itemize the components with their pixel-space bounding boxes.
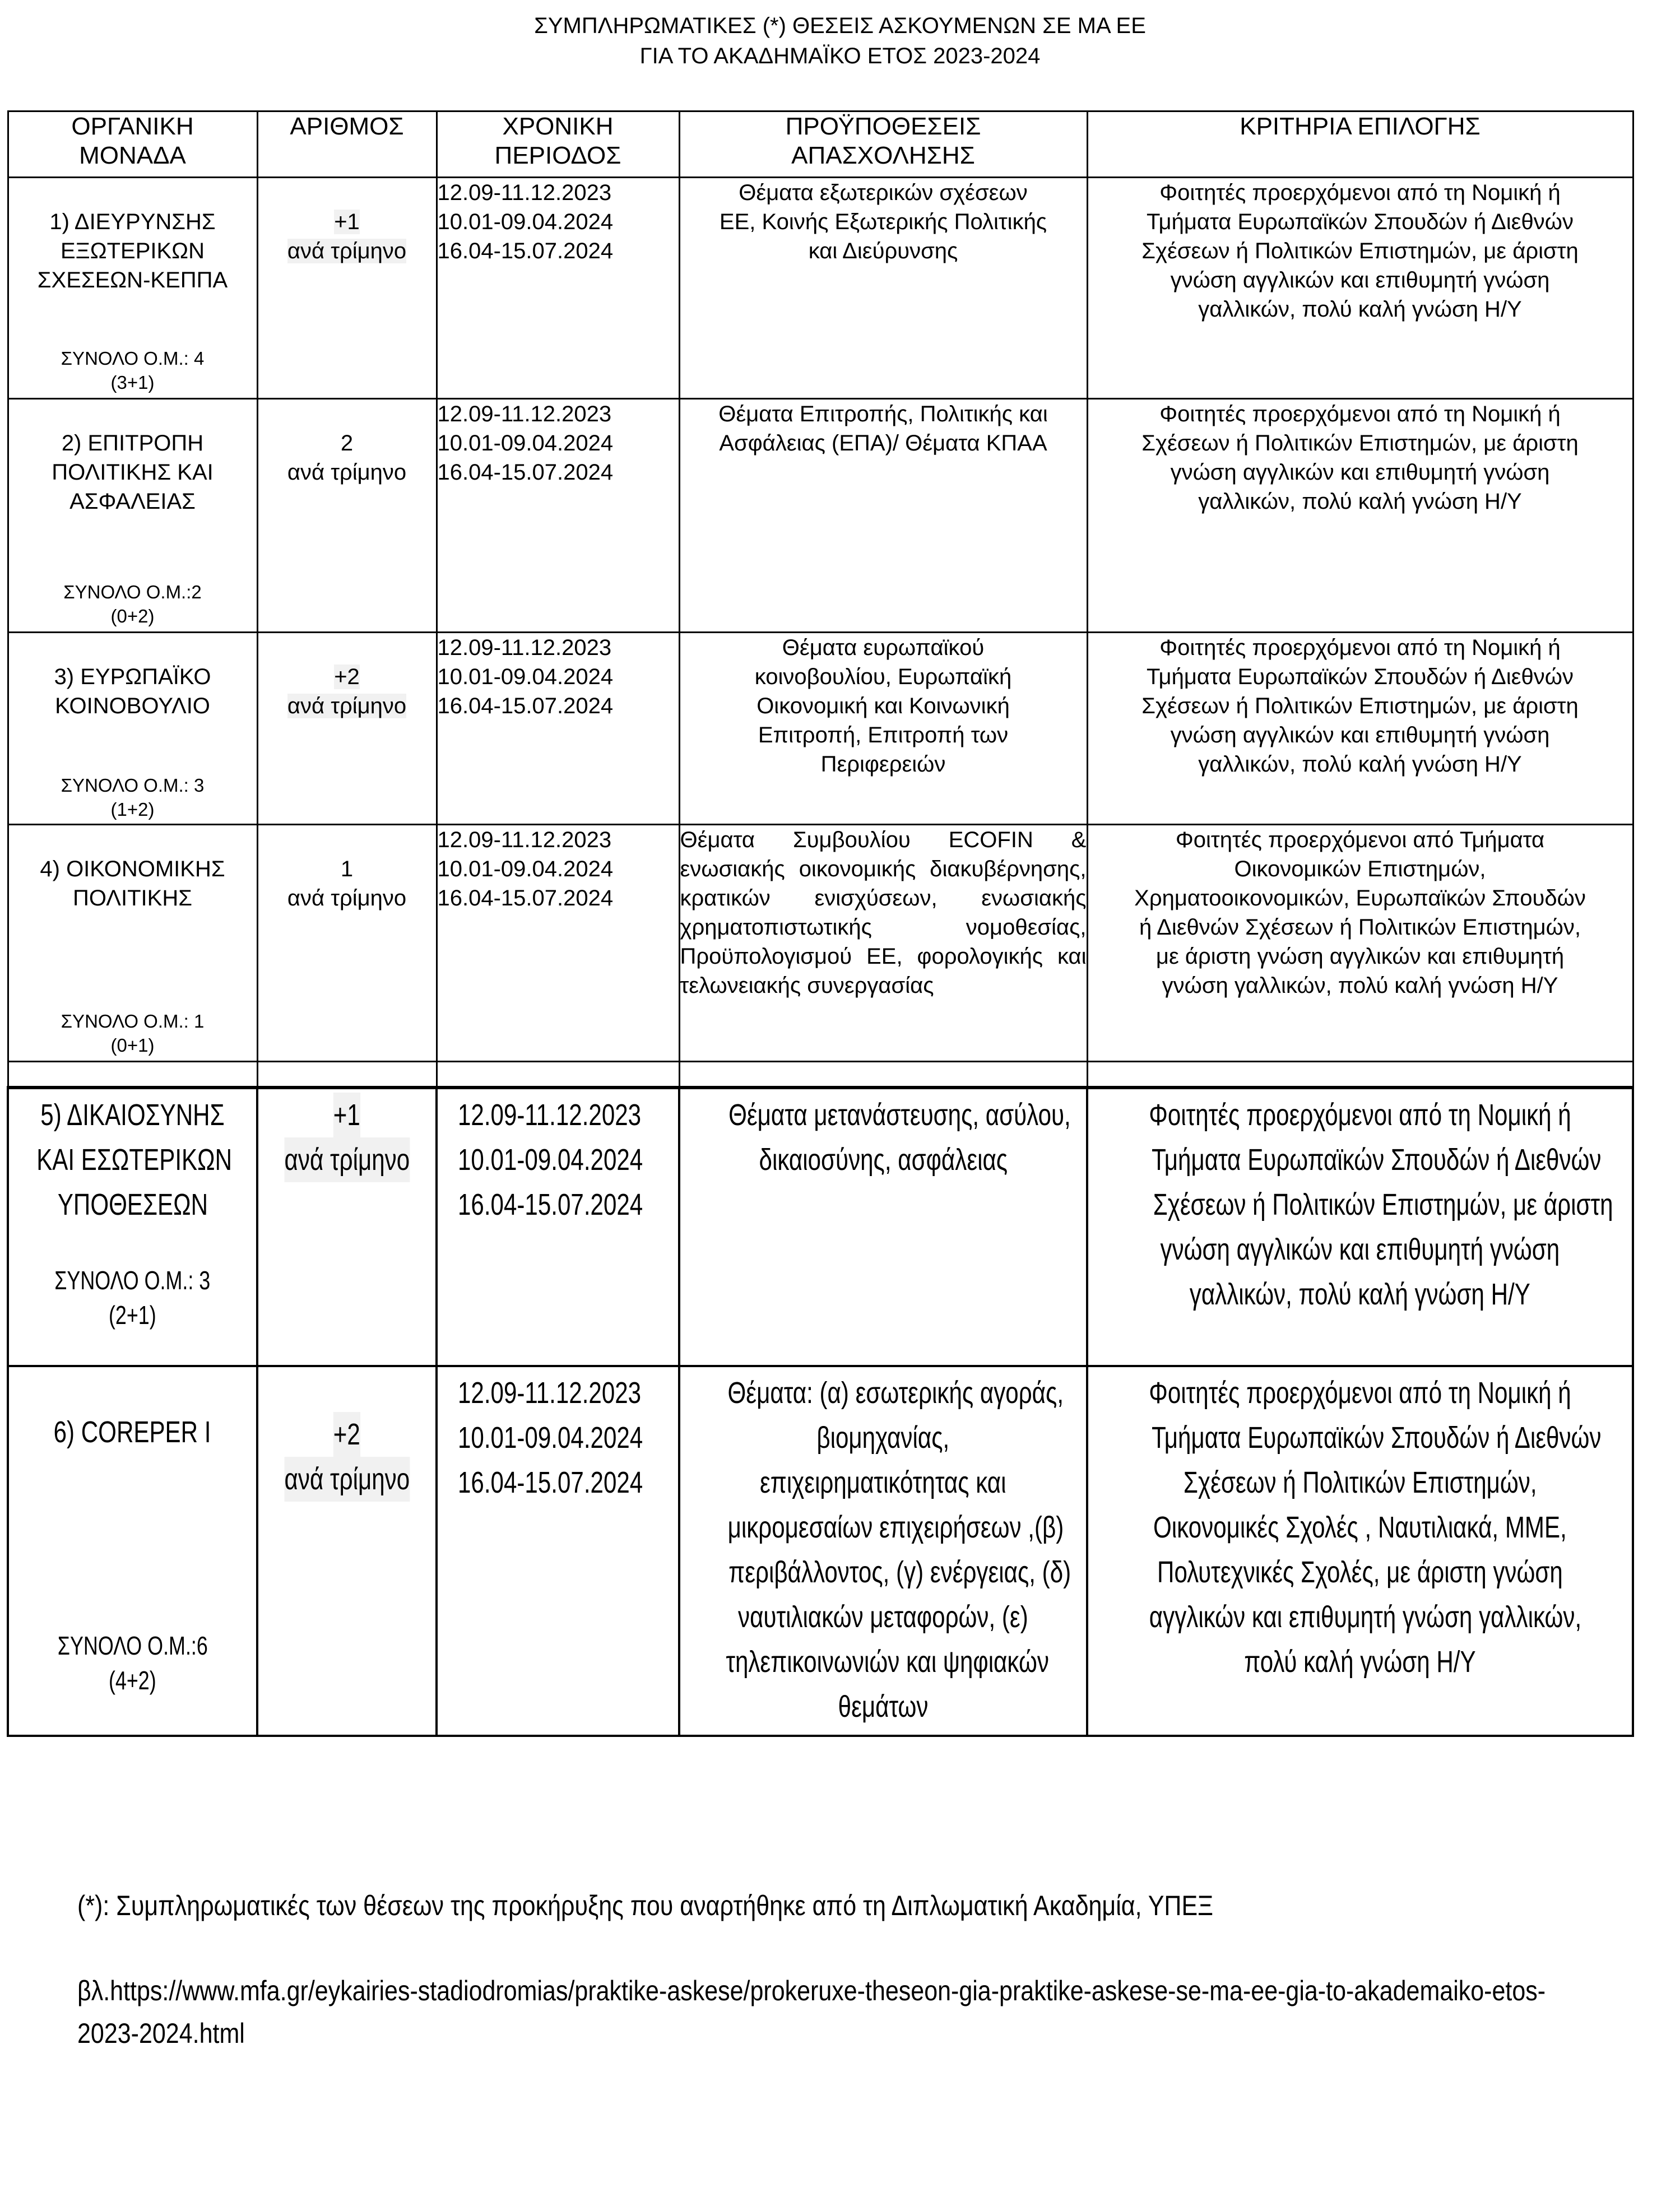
footnote-link-line-1[interactable]: βλ.https://www.mfa.gr/eykairies-stadiodr… [77, 1975, 1546, 2006]
unit-total: ΣΥΝΟΛΟ Ο.Μ.: 1(0+1) [61, 1011, 205, 1056]
separator-row [7, 1061, 1634, 1089]
conditions-cell: Θέματα Συμβουλίου ECOFIN & ενωσιακής οικ… [678, 824, 1088, 1062]
unit-total: ΣΥΝΟΛΟ Ο.Μ.:6 (4+2) [57, 1631, 208, 1695]
table-row: 5) ΔΙΚΑΙΟΣΥΝΗΣ ΚΑΙ ΕΣΩΤΕΡΙΚΩΝ ΥΠΟΘΕΣΕΩΝ … [7, 1086, 1634, 1367]
unit-cell: 5) ΔΙΚΑΙΟΣΥΝΗΣ ΚΑΙ ΕΣΩΤΕΡΙΚΩΝ ΥΠΟΘΕΣΕΩΝ … [7, 1086, 258, 1367]
unit-cell: 6) COREPER I ΣΥΝΟΛΟ Ο.Μ.:6 (4+2) [7, 1365, 258, 1737]
unit-total: ΣΥΝΟΛΟ Ο.Μ.: 3 (2+1) [54, 1266, 211, 1330]
criteria-cell: Φοιτητές προερχόμενοι από τη Νομική ή Τμ… [1086, 1365, 1634, 1737]
number-cell: +2 ανά τρίμηνο [256, 1365, 438, 1737]
criteria-cell: Φοιτητές προερχόμενοι από τη Νομική ή Τμ… [1086, 1086, 1634, 1367]
footnote-link-line-2[interactable]: 2023-2024.html [77, 2018, 245, 2049]
header-number: ΑΡΙΘΜΟΣ [256, 110, 438, 178]
document-title-line-1: ΣΥΜΠΛΗΡΩΜΑΤΙΚΕΣ (*) ΘΕΣΕΙΣ ΑΣΚΟΥΜΕΝΩΝ ΣΕ… [534, 13, 1146, 38]
unit-total: ΣΥΝΟΛΟ Ο.Μ.:2(0+2) [63, 582, 202, 626]
period-cell: 12.09-11.12.2023 10.01-09.04.2024 16.04-… [435, 1365, 680, 1737]
conditions-cell: Θέματα: (α) εσωτερικής αγοράς, βιομηχανί… [678, 1365, 1088, 1737]
unit-total: ΣΥΝΟΛΟ Ο.Μ.: 4(3+1) [61, 348, 205, 393]
table-row: 6) COREPER I ΣΥΝΟΛΟ Ο.Μ.:6 (4+2) +2 ανά … [7, 1365, 1634, 1737]
unit-total: ΣΥΝΟΛΟ Ο.Μ.: 3(1+2) [61, 775, 205, 820]
number-cell: +1 ανά τρίμηνο [256, 1086, 438, 1367]
header-criteria: ΚΡΙΤΗΡΙΑ ΕΠΙΛΟΓΗΣ [1086, 110, 1634, 178]
conditions-cell: Θέματα μετανάστευσης, ασύλου, δικαιοσύνη… [678, 1086, 1088, 1367]
footnote-text: (*): Συμπληρωματικές των θέσεων της προκ… [77, 1890, 1214, 1921]
document-title-line-2: ΓΙΑ ΤΟ ΑΚΑΔΗΜΑΪΚΟ ΕΤΟΣ 2023-2024 [639, 44, 1041, 68]
period-cell: 12.09-11.12.2023 10.01-09.04.2024 16.04-… [435, 1086, 680, 1367]
